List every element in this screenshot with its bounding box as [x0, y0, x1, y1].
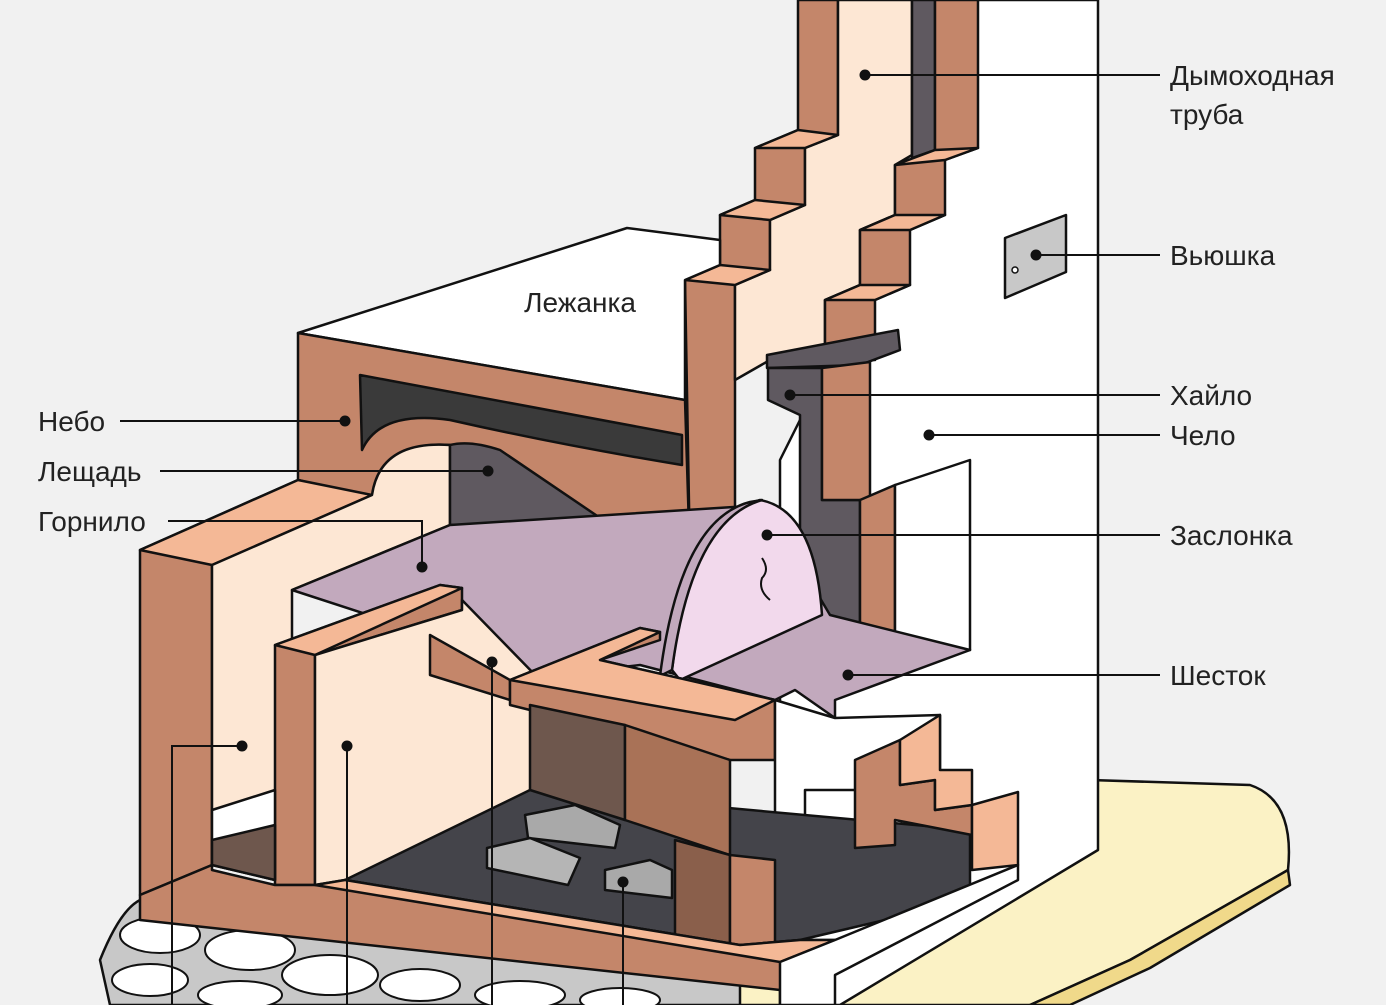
label-vyushka: Вьюшка [1170, 240, 1276, 271]
label-leshchad: Лещадь [38, 456, 141, 487]
podpechek-pillar-4 [728, 853, 777, 947]
left-gap-shade [210, 823, 277, 882]
label-zaslonka: Заслонка [1170, 520, 1293, 551]
nebo-dark-channel [358, 373, 684, 467]
right-low-brick [970, 790, 1020, 872]
khailo-plate [765, 328, 902, 370]
chimney-dark-flue [910, 0, 937, 160]
label-lezhanka: Лежанка [524, 287, 636, 318]
leader-dots [236, 69, 1042, 888]
zaslonka-edge [658, 498, 764, 678]
shestok-ledge-top [508, 626, 777, 722]
label-chimney-line2: труба [1170, 99, 1244, 130]
label-chelo: Чело [1170, 420, 1236, 451]
label-chimney-line1: Дымоходная [1170, 60, 1335, 91]
bottom-white-step [778, 863, 1020, 1005]
zaslonka-handle [760, 557, 771, 601]
label-khailo: Хайло [1170, 380, 1252, 411]
chelo-white-front [893, 458, 972, 652]
leader-lines [120, 74, 1160, 1005]
chimney-step-tops [683, 128, 980, 302]
label-shestok: Шесток [1170, 660, 1266, 691]
firewood [485, 803, 674, 900]
label-gornilo: Горнило [38, 506, 146, 537]
front-low-wall-top [273, 583, 464, 657]
label-nebo: Небо [38, 406, 105, 437]
vyushka-knob [1011, 266, 1019, 274]
ground-slab-edge [1028, 868, 1292, 1005]
khailo-brick [820, 360, 872, 502]
foundation-stones [111, 916, 661, 1005]
podpechek-pillar-3 [673, 838, 732, 947]
